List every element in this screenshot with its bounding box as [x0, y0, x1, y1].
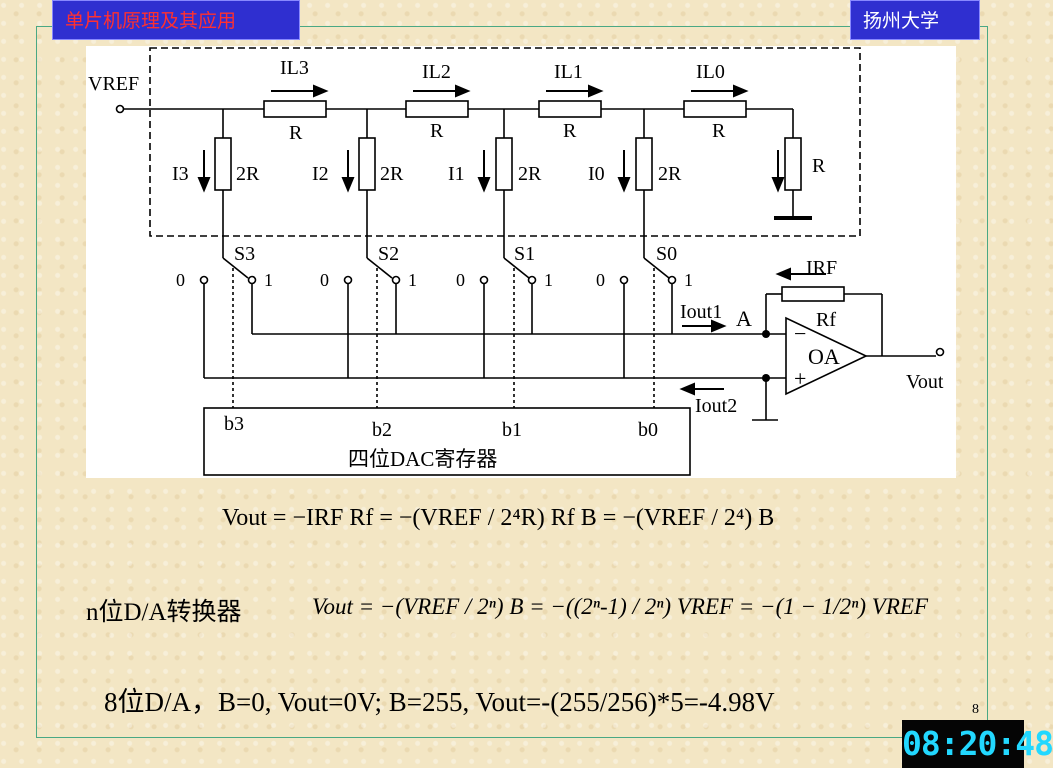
register-box [203, 407, 691, 476]
example-8bit-line: 8位D/A，B=0, Vout=0V; B=255, Vout=-(255/25… [104, 687, 775, 717]
vout-terminal [935, 347, 945, 357]
register-label: 四位DAC寄存器 [348, 447, 497, 471]
il2-label: IL2 [422, 61, 451, 83]
formula-1: Vout = −IRF Rf = −(VREF / 2⁴R) Rf B = −(… [222, 505, 775, 531]
r2-label-2: 2R [380, 163, 404, 185]
switch-0-blade [643, 257, 670, 279]
switch-2-blade [366, 257, 393, 279]
header-left-title: 单片机原理及其应用 [52, 0, 300, 40]
circuit-diagram: VREF IL3 IL2 IL1 IL0 R R R R R 2R 2R 2R … [86, 46, 956, 478]
switch-1-blade [503, 257, 530, 279]
s2-label: S2 [378, 243, 399, 265]
resistor-2r-2 [358, 137, 376, 191]
resistor-r-0 [683, 100, 747, 118]
irf-label: IRF [806, 257, 837, 279]
i1-label: I1 [448, 163, 465, 185]
contact-1-label-3: 1 [264, 270, 273, 290]
i3-label: I3 [172, 163, 189, 185]
resistor-r-terminal [784, 137, 802, 191]
contact-0-label-1: 0 [456, 270, 465, 290]
frame-left-line [36, 26, 37, 738]
s1-label: S1 [514, 243, 535, 265]
il1-label: IL1 [554, 61, 583, 83]
il3-label: IL3 [280, 57, 309, 79]
resistor-rf [781, 286, 845, 302]
header-right-title: 扬州大学 [850, 0, 980, 40]
bit-b0-label: b0 [638, 419, 658, 441]
i0-label: I0 [588, 163, 605, 185]
i2-label: I2 [312, 163, 329, 185]
vout-label: Vout [906, 371, 944, 393]
opamp-triangle [785, 316, 868, 396]
r-label-1: R [563, 120, 577, 142]
r-label-3: R [289, 122, 303, 144]
iout1-label: Iout1 [680, 301, 722, 323]
bit-b3-label: b3 [224, 413, 244, 435]
frame-bottom-line [36, 737, 988, 738]
vref-terminal [115, 104, 125, 114]
switch-3-blade [222, 257, 249, 279]
bit-b2-label: b2 [372, 419, 392, 441]
opamp-plus-sign: + [794, 366, 806, 391]
ladder-dashed-box [149, 47, 861, 237]
resistor-2r-0 [635, 137, 653, 191]
opamp-minus-sign: − [794, 321, 806, 346]
contact-1-label-2: 1 [408, 270, 417, 290]
node-a-label: A [736, 306, 752, 331]
s0-label: S0 [656, 243, 677, 265]
resistor-2r-3 [214, 137, 232, 191]
opamp-label: OA [808, 344, 840, 369]
r2-label-0: 2R [658, 163, 682, 185]
s3-label: S3 [234, 243, 255, 265]
il0-label: IL0 [696, 61, 725, 83]
formula-2: Vout = −(VREF / 2ⁿ) B = −((2ⁿ-1) / 2ⁿ) V… [312, 594, 929, 619]
formula-2-prefix: n位D/A转换器 [86, 599, 242, 626]
iout2-label: Iout2 [695, 395, 737, 417]
contact-0-label-0: 0 [596, 270, 605, 290]
page-number: 8 [972, 702, 979, 717]
r-label-terminal: R [812, 155, 826, 177]
rf-label: Rf [816, 309, 836, 331]
bit-b1-label: b1 [502, 419, 522, 441]
resistor-r-2 [405, 100, 469, 118]
clock-display: 08:20:48 [902, 720, 1053, 768]
resistor-r-3 [263, 100, 327, 118]
resistor-r-1 [538, 100, 602, 118]
contact-0-label-2: 0 [320, 270, 329, 290]
resistor-2r-1 [495, 137, 513, 191]
vref-label: VREF [88, 73, 139, 95]
r2-label-1: 2R [518, 163, 542, 185]
contact-1-label-1: 1 [544, 270, 553, 290]
r-label-0: R [712, 120, 726, 142]
circuit-svg: VREF IL3 IL2 IL1 IL0 R R R R R 2R 2R 2R … [88, 47, 945, 476]
contact-1-label-0: 1 [684, 270, 693, 290]
contact-0-label-3: 0 [176, 270, 185, 290]
frame-top-line [36, 26, 988, 27]
r-label-2: R [430, 120, 444, 142]
frame-right-line [987, 26, 988, 738]
r2-label-3: 2R [236, 163, 260, 185]
